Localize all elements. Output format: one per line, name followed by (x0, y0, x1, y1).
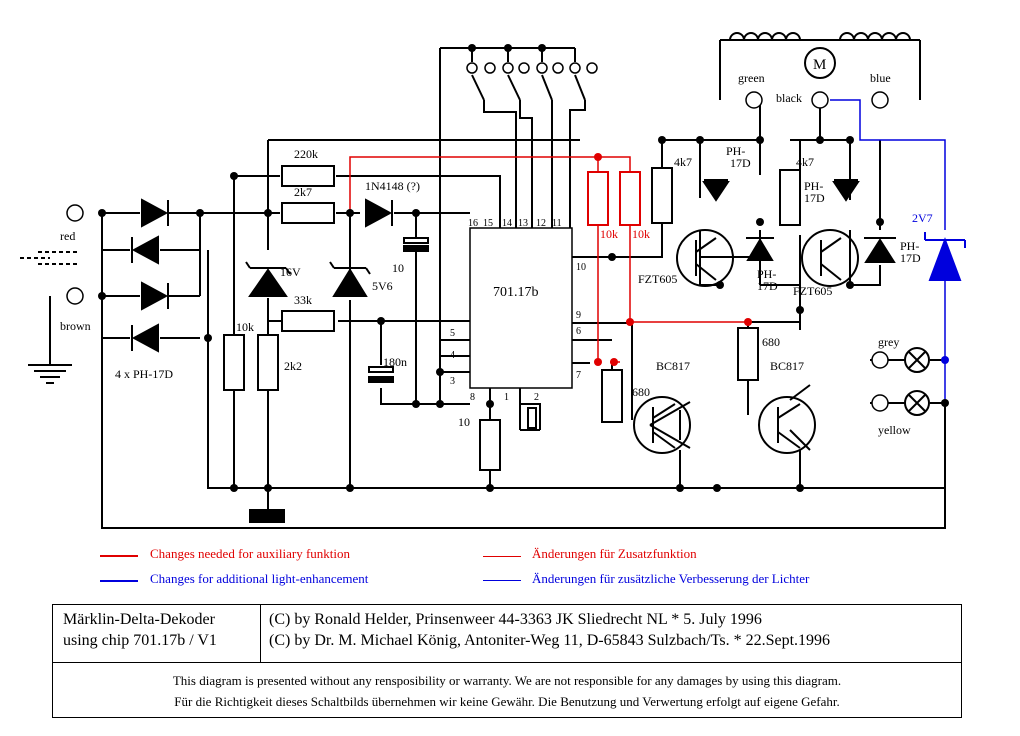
decoder-schematic: red brown 4 x PH-17D 220k 2k7 1N4148 (?)… (20, 32, 966, 529)
label-z16v: 16V (280, 265, 301, 279)
label-r10: 10 (458, 415, 470, 429)
pin14: 14 (502, 218, 512, 229)
legend-light-de: Änderungen für zusätzliche Verbesserung … (532, 571, 810, 586)
label-ph17d-b2: 17D (757, 279, 778, 293)
motor (804, 47, 836, 79)
label-r680-a: 680 (632, 385, 650, 399)
junction-nodes (98, 44, 949, 492)
disclaimer: This diagram is presented without any re… (53, 663, 961, 724)
zener-2v7 (924, 232, 966, 281)
label-fzt-a: FZT605 (638, 272, 677, 286)
label-ph17d-a1: PH- (726, 144, 745, 158)
label-yellow: yellow (878, 423, 911, 437)
pin1: 1 (504, 392, 509, 403)
label-green: green (738, 71, 765, 85)
label-r4k7-a: 4k7 (674, 155, 692, 169)
label-r2k7: 2k7 (294, 185, 312, 199)
label-blue: blue (870, 71, 891, 85)
label-z5v6: 5V6 (372, 279, 393, 293)
legend-aux-de: Änderungen für Zusatzfunktion (532, 546, 697, 561)
label-motor: M (813, 57, 826, 73)
pin10: 10 (576, 262, 586, 273)
diodes (131, 179, 896, 353)
disclaimer-de: Für die Richtigkeit dieses Schaltbilds ü… (174, 694, 840, 709)
black-wiring (101, 39, 946, 529)
credit-line1: (C) by Ronald Helder, Prinsenweer 44-336… (269, 611, 762, 628)
label-z2v7: 2V7 (912, 211, 933, 225)
label-r10k: 10k (236, 320, 254, 334)
label-r2k2: 2k2 (284, 359, 302, 373)
legend-blue-swatch-de (483, 580, 521, 581)
title-name: Märklin-Delta-Dekoder using chip 701.17b… (53, 605, 261, 663)
blue-modification (830, 99, 946, 403)
label-r10k-a: 10k (600, 227, 618, 241)
label-bc-a: BC817 (656, 359, 690, 373)
chip-701-17b (469, 227, 573, 389)
legend-red-swatch-de (483, 556, 521, 557)
pin6: 6 (576, 326, 581, 337)
label-r33k: 33k (294, 293, 312, 307)
title-name-line2: using chip 701.17b / V1 (63, 632, 217, 649)
label-c180n: 180n (383, 355, 407, 369)
label-1n4148: 1N4148 (?) (365, 179, 420, 193)
label-chip: 701.17b (493, 285, 539, 300)
disclaimer-en: This diagram is presented without any re… (172, 673, 842, 688)
legend-blue-swatch (100, 580, 138, 582)
pin13: 13 (518, 218, 528, 229)
label-ph17d-b1: PH- (757, 267, 776, 281)
pin9: 9 (576, 310, 581, 321)
label-ph17d-c1: PH- (804, 179, 823, 193)
lamps (904, 347, 930, 416)
label-r4k7-b: 4k7 (796, 155, 814, 169)
title-credits: (C) by Ronald Helder, Prinsenweer 44-336… (261, 605, 961, 663)
title-name-line1: Märklin-Delta-Dekoder (63, 611, 215, 628)
schematic-labels: red brown 4 x PH-17D 220k 2k7 1N4148 (?)… (60, 57, 933, 437)
label-ph17d-a2: 17D (730, 156, 751, 170)
pin5: 5 (450, 328, 455, 339)
label-ph17d-d2: 17D (900, 251, 921, 265)
label-red: red (60, 229, 75, 243)
red-nodes (594, 153, 752, 366)
legend-aux-en: Changes needed for auxiliary funktion (150, 546, 350, 561)
pin7: 7 (576, 370, 581, 381)
capacitors (368, 237, 537, 429)
legend-light-en: Changes for additional light-enhancement (150, 571, 369, 586)
label-fzt-b: FZT605 (793, 284, 832, 298)
pin4: 4 (450, 350, 455, 361)
label-c10: 10 (392, 261, 404, 275)
pin2: 2 (534, 392, 539, 403)
label-r220k: 220k (294, 147, 318, 161)
label-diodes: 4 x PH-17D (115, 367, 173, 381)
resistors (223, 165, 801, 471)
credit-line2: (C) by Dr. M. Michael König, Antoniter-W… (269, 632, 831, 649)
label-brown: brown (60, 319, 91, 333)
transistors (633, 229, 859, 454)
title-block: Märklin-Delta-Dekoder using chip 701.17b… (52, 604, 962, 718)
red-resistors (587, 171, 641, 226)
label-r680-b: 680 (762, 335, 780, 349)
label-ph17d-d1: PH- (900, 239, 919, 253)
motor-windings (729, 32, 911, 41)
terminals (66, 62, 889, 412)
pin16: 16 (468, 218, 478, 229)
label-r10k-b: 10k (632, 227, 650, 241)
label-black: black (776, 91, 802, 105)
pin11: 11 (552, 218, 562, 229)
pin8: 8 (470, 392, 475, 403)
pin15: 15 (483, 218, 493, 229)
label-ph17d-c2: 17D (804, 191, 825, 205)
pin3: 3 (450, 376, 455, 387)
pin12: 12 (536, 218, 546, 229)
label-grey: grey (878, 335, 899, 349)
ground-symbols (20, 251, 285, 523)
label-bc-b: BC817 (770, 359, 804, 373)
legend-red-swatch (100, 555, 138, 557)
